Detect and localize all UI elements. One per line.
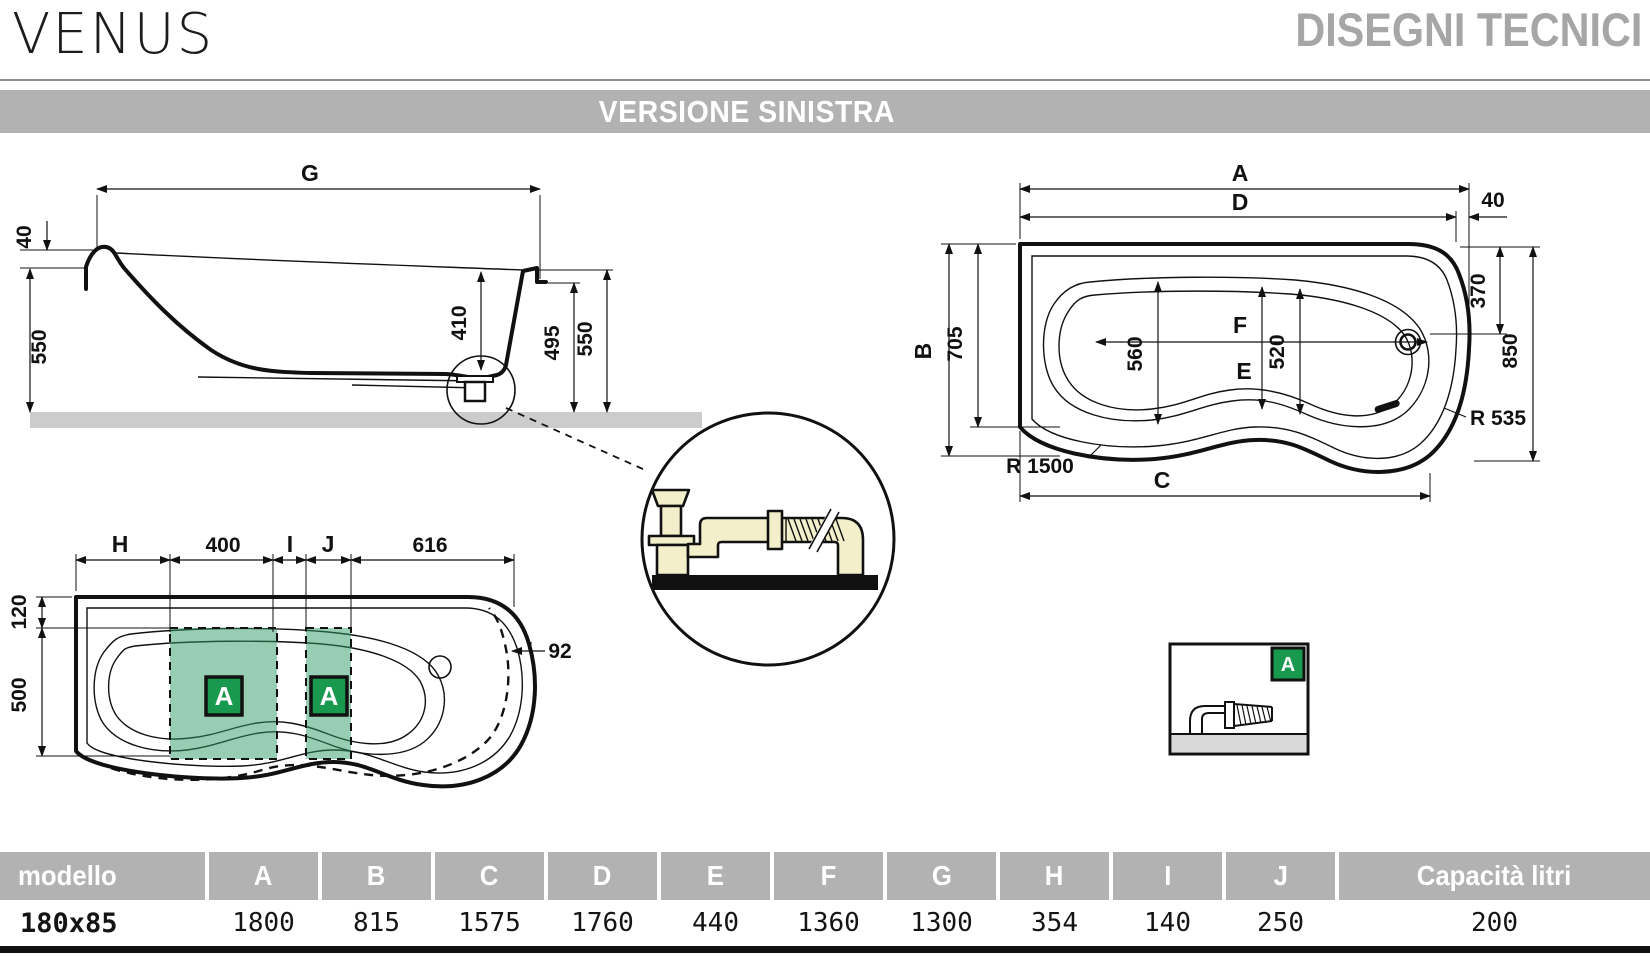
header-divider — [0, 79, 1650, 81]
detail-floor-bar — [652, 575, 878, 590]
cell-capacita: 200 — [1471, 908, 1518, 938]
dim-label-40-plan: 40 — [1481, 189, 1504, 212]
side-view: G 40 550 410 495 550 — [13, 160, 702, 471]
radius-label-535: R 535 — [1470, 407, 1526, 430]
header-cell-f: F — [774, 852, 883, 900]
dim-label-495: 495 — [541, 325, 564, 360]
dim-label-d: D — [1232, 189, 1249, 215]
dim-label-550-right: 550 — [574, 321, 597, 356]
zone-a-badge-2 — [309, 675, 349, 717]
dim-label-e: E — [1236, 358, 1251, 384]
dim-label-92: 92 — [548, 640, 571, 663]
cell-c: 1575 — [458, 908, 521, 938]
header-cell-capacita: Capacità litri — [1339, 852, 1650, 900]
header-cell-a: A — [209, 852, 318, 900]
table-bottom-rule — [0, 946, 1650, 953]
dim-label-f: F — [1233, 312, 1247, 338]
overflow-slot — [1374, 400, 1400, 413]
cell-i: 140 — [1144, 908, 1191, 938]
dim-label-g: G — [301, 160, 319, 186]
zone-a-badge-2-label: A — [320, 681, 339, 711]
page-title: DISEGNI TECNICI — [1294, 3, 1642, 56]
header-cell-e: E — [661, 852, 770, 900]
cell-e: 440 — [692, 908, 739, 938]
spec-table: modello A B C D E F G H I J Capacità lit… — [0, 852, 1650, 953]
cell-d: 1760 — [571, 908, 634, 938]
drain-circle-apron — [428, 655, 452, 679]
cell-model: 180x85 — [20, 907, 118, 939]
dim-label-i: I — [287, 531, 293, 557]
dim-label-500: 500 — [8, 677, 31, 712]
dim-label-j: J — [322, 531, 335, 557]
header-cell-c: C — [435, 852, 544, 900]
dim-label-a: A — [1232, 160, 1249, 186]
drain-detail-circle — [640, 411, 896, 667]
version-banner-label: VERSIONE SINISTRA — [598, 93, 895, 129]
dim-label-b: B — [910, 343, 936, 360]
cell-j: 250 — [1257, 908, 1304, 938]
header-cell-j: J — [1226, 852, 1335, 900]
detail-box: A — [1168, 642, 1310, 756]
radius-label-1500: R 1500 — [1006, 455, 1074, 478]
zone-a-badge — [204, 675, 244, 717]
spec-table-header-row: modello A B C D E F G H I J Capacità lit… — [0, 852, 1650, 900]
version-banner: VERSIONE SINISTRA — [0, 90, 1650, 133]
dim-label-410: 410 — [448, 305, 471, 340]
header-cell-i: I — [1113, 852, 1222, 900]
product-title: VENUS — [12, 2, 215, 67]
zone-a-badge-label: A — [215, 681, 234, 711]
dim-label-c: C — [1154, 467, 1171, 493]
cell-b: 815 — [353, 908, 400, 938]
dim-label-560: 560 — [1124, 336, 1147, 371]
dim-label-400: 400 — [205, 534, 240, 557]
header-cell-h: H — [1000, 852, 1109, 900]
header-cell-b: B — [322, 852, 431, 900]
dim-label-550-left: 550 — [28, 329, 51, 364]
header-cell-g: G — [887, 852, 996, 900]
apron-view: A A H 400 I J 616 120 500 92 — [8, 531, 572, 789]
dim-label-120: 120 — [8, 594, 31, 629]
dim-label-616: 616 — [412, 534, 447, 557]
floor-strip — [30, 412, 702, 428]
cell-h: 354 — [1031, 908, 1078, 938]
cell-g: 1300 — [910, 908, 973, 938]
dim-label-h: H — [112, 531, 129, 557]
dim-label-705: 705 — [944, 326, 967, 361]
detail-box-badge — [1270, 646, 1306, 682]
cell-f: 1360 — [797, 908, 860, 938]
dim-label-370: 370 — [1467, 273, 1490, 308]
header-cell-modello: modello — [0, 852, 205, 900]
dim-label-850: 850 — [1499, 333, 1522, 368]
detail-box-badge-label: A — [1281, 654, 1295, 676]
header-cell-d: D — [548, 852, 657, 900]
spec-table-data-row: 180x85 1800 815 1575 1760 440 1360 1300 … — [0, 900, 1650, 946]
dim-label-40-side: 40 — [13, 225, 36, 248]
technical-drawing: G 40 550 410 495 550 — [8, 160, 1540, 789]
dim-label-520: 520 — [1266, 334, 1289, 369]
plan-view: A D 40 B 705 F E 560 520 370 850 — [910, 160, 1540, 502]
cell-a: 1800 — [232, 908, 295, 938]
